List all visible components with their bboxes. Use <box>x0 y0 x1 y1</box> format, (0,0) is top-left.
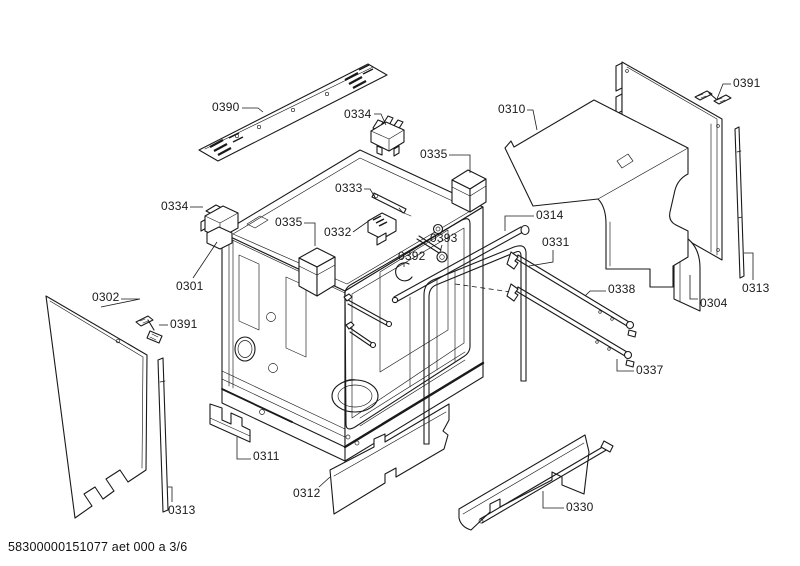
part-0391-right-drawing <box>694 90 732 105</box>
part-0302-drawing <box>45 295 148 519</box>
part-label-0337: 0337 <box>636 363 664 377</box>
document-code: 58300000151077 aet 000 a 3/6 <box>8 540 188 554</box>
part-0313-left-drawing <box>157 357 169 513</box>
part-0330-drawing <box>458 434 614 531</box>
part-label-0390: 0390 <box>212 100 240 114</box>
part-label-0333: 0333 <box>335 181 363 195</box>
part-0331-drawing <box>423 245 527 445</box>
part-0338-drawing <box>506 251 637 338</box>
part-label-0311: 0311 <box>253 449 280 463</box>
alignment-dash-line <box>454 283 512 293</box>
part-label-0304: 0304 <box>700 296 728 310</box>
part-0390-vent-strip-drawing <box>198 63 388 162</box>
part-label-0392: 0392 <box>398 249 426 263</box>
part-0391-left-drawing <box>135 315 163 344</box>
part-0314-drawing <box>391 224 530 304</box>
part-label-0313-left: 0313 <box>168 503 196 517</box>
part-label-0312: 0312 <box>293 486 321 500</box>
part-label-0393: 0393 <box>430 231 458 245</box>
part-label-0335-right: 0335 <box>420 147 448 161</box>
part-0312-drawing <box>329 403 450 515</box>
part-label-0391-left: 0391 <box>170 317 198 331</box>
part-label-0391-right: 0391 <box>733 76 761 90</box>
part-label-0310: 0310 <box>498 102 526 116</box>
part-label-0338: 0338 <box>608 282 636 296</box>
leader-lines <box>100 83 754 509</box>
part-0311-drawing <box>209 403 251 443</box>
part-label-0314: 0314 <box>536 208 564 222</box>
part-0334-top-drawing <box>370 115 405 157</box>
part-label-0332: 0332 <box>324 225 352 239</box>
part-label-0335-left: 0335 <box>275 215 303 229</box>
part-label-0301: 0301 <box>176 279 204 293</box>
part-label-0331: 0331 <box>542 235 570 249</box>
part-0337-drawing <box>506 283 635 368</box>
part-label-0330: 0330 <box>566 500 594 514</box>
part-label-0334-left: 0334 <box>161 199 189 213</box>
part-label-0334-top: 0334 <box>344 107 372 121</box>
part-0310-drawing <box>504 99 689 288</box>
part-label-0313-right: 0313 <box>742 281 770 295</box>
part-0313-right-drawing <box>734 126 745 279</box>
part-label-0302: 0302 <box>92 290 120 304</box>
